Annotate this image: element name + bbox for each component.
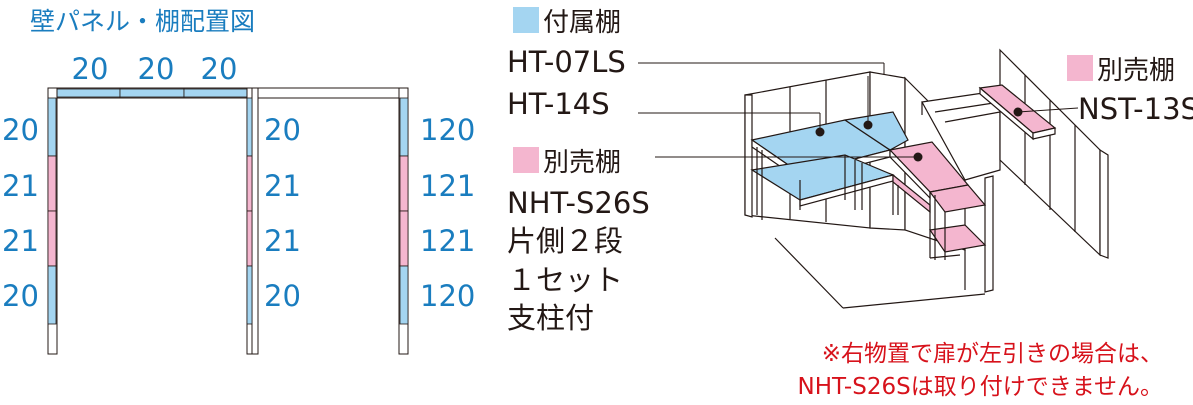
callout-nhts26s-line3: １セット xyxy=(507,263,623,297)
plan-left-wall xyxy=(47,87,58,355)
callout-nhts26s-line4: 支柱付 xyxy=(507,301,594,335)
left-number-1: 20 xyxy=(2,113,39,147)
right-number-1: 120 xyxy=(420,113,475,147)
note-line-1: ※右物置で扉が左引きの場合は、 xyxy=(822,341,1163,367)
left-wall-slot-3 xyxy=(47,210,57,267)
right-wall-slot-2 xyxy=(399,155,409,212)
plan-top-beam xyxy=(47,87,409,99)
callout-ht14s: HT-14S xyxy=(507,87,610,121)
top-shelf-2 xyxy=(119,88,185,98)
legend-included-label: 付属棚 xyxy=(543,8,621,38)
left-number-2: 21 xyxy=(2,169,39,203)
plan-right-wall xyxy=(398,87,409,355)
left-number-3: 21 xyxy=(2,224,39,258)
leader-dot-ht07ls xyxy=(863,120,873,130)
middle-number-4: 20 xyxy=(264,279,301,313)
legend-right-sold-separately-swatch xyxy=(1067,55,1093,81)
middle-wall-slot-2 xyxy=(246,155,253,212)
left-wall-slot-2 xyxy=(47,155,57,212)
legend-sold-separately-label: 別売棚 xyxy=(543,148,621,178)
legend-right-sold-separately-label: 別売棚 xyxy=(1097,56,1175,86)
right-number-3: 121 xyxy=(420,224,475,258)
right-wall-slot-4 xyxy=(399,265,409,325)
middle-number-3: 21 xyxy=(264,224,301,258)
right-number-2: 121 xyxy=(420,169,475,203)
note-line-2: NHT-S26Sは取り付けできません。 xyxy=(797,374,1163,400)
left-wall-slot-4 xyxy=(47,265,57,325)
shed-illustration xyxy=(744,48,1109,309)
middle-wall-slot-1 xyxy=(246,97,253,157)
leader-dot-nst13s xyxy=(1013,107,1023,117)
callout-nhts26s: NHT-S26S xyxy=(507,186,650,220)
top-shelf-1 xyxy=(55,88,121,98)
legend-sold-separately-swatch xyxy=(513,147,539,173)
right-wall-slot-3 xyxy=(399,210,409,267)
middle-wall-slot-3 xyxy=(246,210,253,267)
top-number-2: 20 xyxy=(138,52,175,86)
right-wall-slot-1 xyxy=(399,97,409,157)
top-number-3: 20 xyxy=(201,52,238,86)
right-number-4: 120 xyxy=(420,279,475,313)
leader-dot-ht14s xyxy=(815,127,825,137)
left-wall-slot-1 xyxy=(47,97,57,157)
callout-nhts26s-line2: 片側２段 xyxy=(507,224,623,258)
callout-ht07ls: HT-07LS xyxy=(507,45,626,79)
middle-wall-slot-4 xyxy=(246,265,253,325)
top-shelf-3 xyxy=(183,88,249,98)
diagram-title: 壁パネル・棚配置図 xyxy=(30,7,255,36)
left-number-4: 20 xyxy=(2,279,39,313)
top-number-1: 20 xyxy=(72,52,109,86)
callout-nst13s: NST-13S xyxy=(1078,92,1193,126)
leader-dot-nhts26s xyxy=(913,152,923,162)
callout-leaders xyxy=(638,62,1079,158)
legend-included-swatch xyxy=(513,7,539,33)
middle-number-2: 21 xyxy=(264,169,301,203)
middle-number-1: 20 xyxy=(264,113,301,147)
plan-middle-wall xyxy=(246,87,259,355)
